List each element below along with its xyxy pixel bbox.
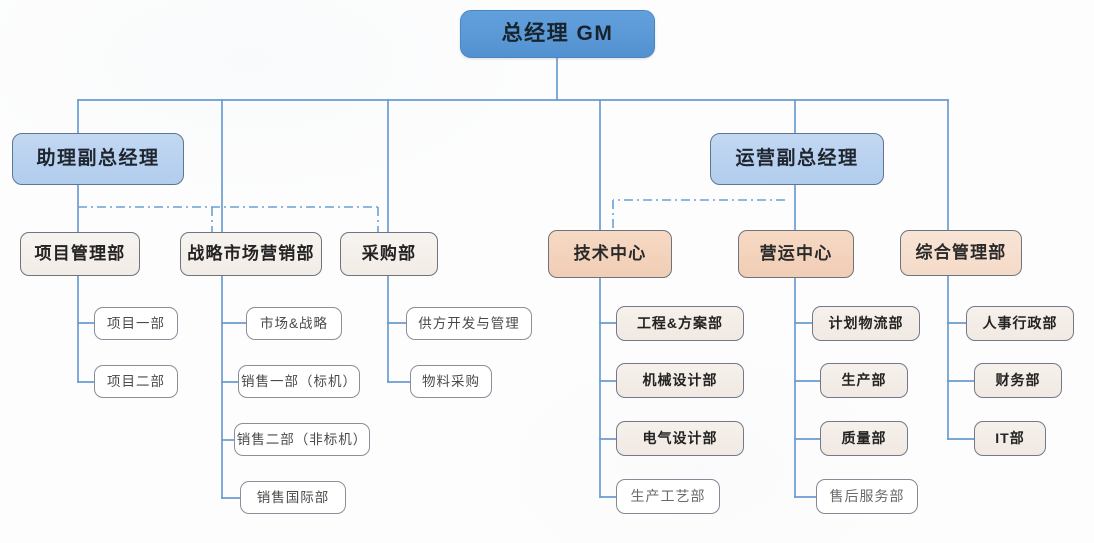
node-label: 电气设计部 (642, 430, 718, 447)
node-label: 物料采购 (422, 373, 480, 389)
node-operations-vice-gm[interactable]: 运营副总经理 (710, 133, 884, 185)
node-label: 工程&方案部 (636, 315, 724, 332)
node-label: 技术中心 (573, 244, 647, 264)
node-label: 项目管理部 (34, 244, 126, 264)
node-label: 机械设计部 (642, 372, 718, 389)
node-label: 销售二部（非标机） (236, 431, 368, 447)
node-material-purchasing[interactable]: 物料采购 (410, 365, 492, 398)
node-it-dept[interactable]: IT部 (974, 421, 1046, 456)
node-label: 采购部 (361, 244, 417, 264)
node-assistant-vice-gm[interactable]: 助理副总经理 (12, 133, 184, 185)
node-label: 战略市场营销部 (187, 244, 315, 264)
node-label: 综合管理部 (915, 243, 1007, 263)
node-label: 营运中心 (759, 244, 833, 264)
node-label: 质量部 (841, 430, 887, 447)
node-label: IT部 (995, 430, 1025, 447)
node-label: 生产部 (841, 372, 887, 389)
node-production-process-dept[interactable]: 生产工艺部 (616, 479, 720, 514)
node-label: 人事行政部 (982, 315, 1058, 332)
node-label: 销售一部（标机） (241, 373, 357, 389)
node-label: 销售国际部 (256, 489, 330, 505)
node-label: 供方开发与管理 (418, 315, 520, 331)
node-operations-center[interactable]: 营运中心 (738, 230, 854, 278)
node-label: 助理副总经理 (36, 148, 160, 170)
node-production-dept[interactable]: 生产部 (820, 363, 908, 398)
node-sales-team-1-standard[interactable]: 销售一部（标机） (238, 365, 360, 398)
node-electrical-design-dept[interactable]: 电气设计部 (616, 421, 744, 456)
node-international-sales[interactable]: 销售国际部 (240, 481, 346, 514)
node-general-manager[interactable]: 总经理 GM (460, 10, 655, 58)
node-sales-team-2-nonstandard[interactable]: 销售二部（非标机） (234, 423, 370, 456)
node-after-sales-service-dept[interactable]: 售后服务部 (816, 479, 918, 514)
node-strategic-marketing-dept[interactable]: 战略市场营销部 (180, 232, 322, 276)
node-project-team-2[interactable]: 项目二部 (94, 365, 178, 398)
node-supplier-development[interactable]: 供方开发与管理 (406, 307, 532, 340)
node-engineering-solution-dept[interactable]: 工程&方案部 (616, 306, 744, 341)
node-label: 总经理 GM (501, 21, 614, 45)
node-mechanical-design-dept[interactable]: 机械设计部 (616, 363, 744, 398)
node-technology-center[interactable]: 技术中心 (548, 230, 672, 278)
node-planning-logistics-dept[interactable]: 计划物流部 (812, 306, 920, 341)
node-label: 财务部 (995, 372, 1041, 389)
node-quality-dept[interactable]: 质量部 (820, 421, 908, 456)
node-label: 市场&战略 (259, 315, 328, 331)
node-purchasing-dept[interactable]: 采购部 (340, 232, 438, 276)
node-project-management-dept[interactable]: 项目管理部 (20, 232, 140, 276)
node-label: 项目二部 (107, 373, 165, 389)
node-market-and-strategy[interactable]: 市场&战略 (246, 307, 342, 340)
node-project-team-1[interactable]: 项目一部 (94, 307, 178, 340)
node-general-administration-dept[interactable]: 综合管理部 (900, 230, 1022, 276)
node-label: 生产工艺部 (630, 488, 706, 505)
node-label: 运营副总经理 (735, 148, 859, 170)
node-label: 项目一部 (107, 315, 165, 331)
node-label: 计划物流部 (828, 315, 904, 332)
node-finance-dept[interactable]: 财务部 (974, 363, 1062, 398)
node-label: 售后服务部 (829, 488, 905, 505)
node-hr-administration-dept[interactable]: 人事行政部 (966, 306, 1074, 341)
